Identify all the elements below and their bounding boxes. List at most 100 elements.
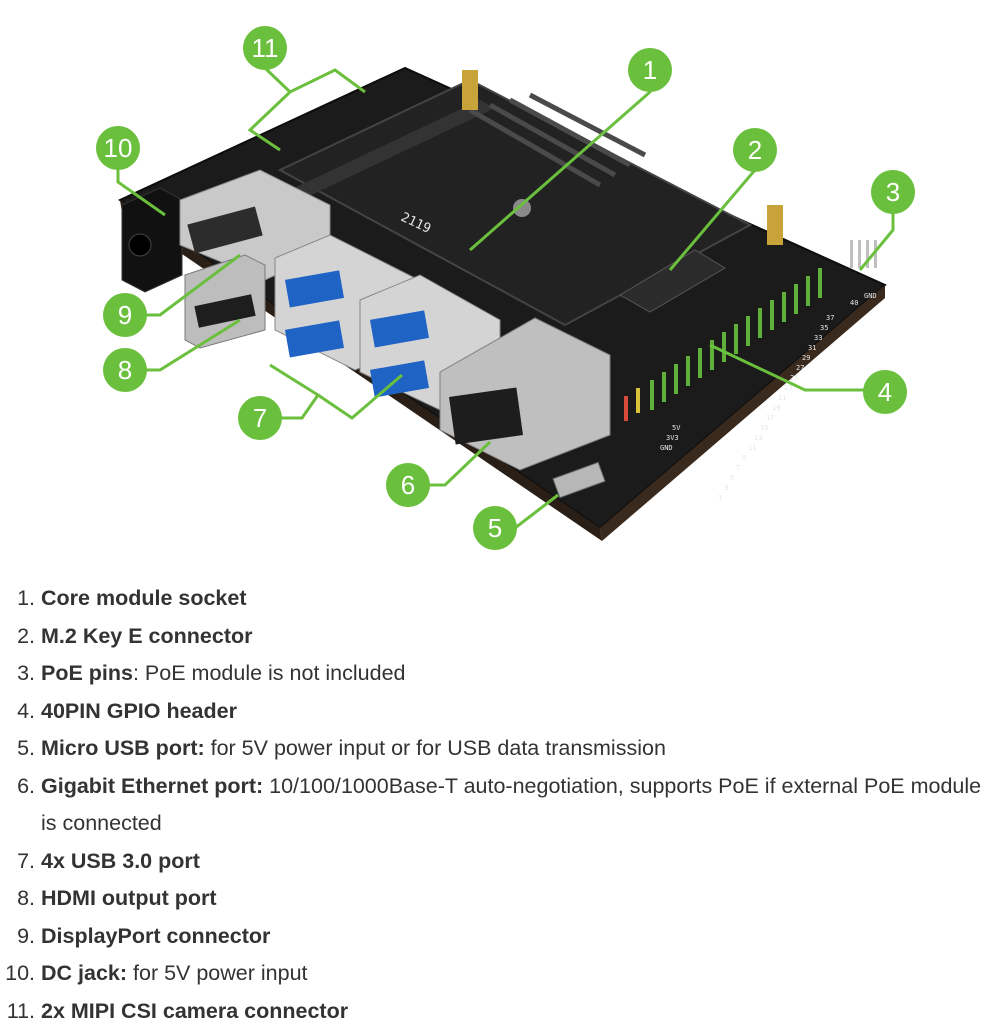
feature-title: PoE pins	[41, 661, 133, 685]
feature-number: 10.	[5, 961, 35, 985]
feature-number: 1.	[17, 586, 35, 610]
callout-9: 9	[103, 293, 147, 337]
svg-text:31: 31	[808, 344, 816, 352]
callout-1: 1	[628, 48, 672, 92]
feature-title: DisplayPort connector	[41, 923, 271, 948]
header-silkscreen: 40 GND 37 35 33 31 29 27 25 23 21 19 17 …	[660, 292, 877, 502]
poe-pins	[850, 240, 877, 268]
svg-text:11: 11	[252, 33, 279, 63]
feature-title: Core module socket	[41, 586, 247, 610]
svg-text:17: 17	[766, 414, 774, 422]
feature-number: 6.	[17, 773, 35, 798]
feature-title: 40PIN GPIO header	[41, 698, 237, 723]
feature-item-6: 6.Gigabit Ethernet port: 10/100/1000Base…	[0, 768, 1000, 843]
feature-title: HDMI output port	[41, 886, 217, 910]
feature-item-10: 10.DC jack: for 5V power input	[0, 955, 1000, 993]
feature-title: Micro USB port:	[41, 736, 205, 760]
svg-text:29: 29	[802, 354, 810, 362]
svg-text:GND: GND	[660, 444, 673, 452]
feature-item-1: 1.Core module socket	[0, 580, 1000, 618]
m2-slot	[619, 249, 726, 313]
svg-text:35: 35	[820, 324, 828, 332]
feature-item-8: 8.HDMI output port	[0, 880, 1000, 918]
feature-item-9: 9.DisplayPort connector	[0, 918, 1000, 956]
svg-text:1: 1	[718, 494, 722, 502]
feature-number: 11.	[6, 998, 35, 1023]
svg-text:25: 25	[790, 374, 798, 382]
svg-text:1: 1	[643, 55, 657, 85]
callout-5: 5	[473, 506, 517, 550]
callout-4: 4	[863, 370, 907, 414]
svg-text:11: 11	[748, 444, 756, 452]
callout-10: 10	[96, 126, 140, 170]
svg-text:6: 6	[401, 470, 415, 500]
svg-text:10: 10	[104, 133, 133, 163]
feature-item-3: 3.PoE pins: PoE module is not included	[0, 655, 1000, 693]
svg-text:7: 7	[253, 403, 267, 433]
standoff	[767, 205, 783, 245]
micro-usb-port	[552, 461, 606, 499]
gpio-pins	[624, 268, 822, 421]
dc-jack	[121, 187, 183, 293]
feature-number: 5.	[17, 736, 35, 760]
feature-item-7: 7.4x USB 3.0 port	[0, 843, 1000, 881]
callout-6: 6	[386, 463, 430, 507]
feature-description: : PoE module is not included	[132, 661, 406, 685]
standoff	[462, 70, 478, 110]
svg-text:27: 27	[796, 364, 804, 372]
feature-description: for 5V power input or for USB data trans…	[204, 736, 666, 760]
svg-text:9: 9	[742, 454, 746, 462]
svg-text:5: 5	[488, 513, 502, 543]
feature-number: 7.	[17, 848, 35, 873]
core-module-socket	[290, 100, 495, 198]
hdmi-opening	[194, 294, 256, 328]
callout-7: 7	[238, 396, 282, 440]
core-module-heatsink-fins	[468, 92, 647, 188]
svg-text:8: 8	[118, 355, 132, 385]
pcb-edge	[600, 285, 885, 541]
feature-number: 9.	[17, 923, 35, 948]
callout-8: 8	[103, 348, 147, 392]
svg-text:13: 13	[754, 434, 762, 442]
displayport-opening	[187, 206, 263, 254]
feature-number: 3.	[17, 661, 35, 685]
svg-text:23: 23	[784, 384, 792, 392]
svg-text:3: 3	[724, 484, 728, 492]
feature-item-2: 2.M.2 Key E connector	[0, 618, 1000, 656]
feature-title: M.2 Key E connector	[41, 623, 253, 648]
svg-text:2: 2	[748, 135, 762, 165]
feature-number: 4.	[17, 698, 35, 723]
callout-11: 11	[243, 26, 287, 70]
svg-text:37: 37	[826, 314, 834, 322]
callout-2: 2	[733, 128, 777, 172]
feature-item-5: 5.Micro USB port: for 5V power input or …	[0, 730, 1000, 768]
svg-text:5: 5	[730, 474, 734, 482]
feature-description: 10/100/1000Base-T auto-negotiation, supp…	[41, 773, 982, 836]
ethernet-opening	[448, 387, 524, 445]
feature-list: 1.Core module socket 2.M.2 Key E connect…	[0, 580, 1000, 1030]
svg-text:7: 7	[736, 464, 740, 472]
feature-description: for 5V power input	[127, 961, 308, 985]
svg-text:3V3: 3V3	[666, 434, 679, 442]
svg-text:GND: GND	[864, 292, 877, 300]
svg-text:19: 19	[772, 404, 780, 412]
svg-text:3: 3	[886, 177, 900, 207]
svg-text:9: 9	[118, 300, 132, 330]
dc-jack-hole	[128, 233, 152, 257]
feature-title: DC jack:	[41, 961, 128, 985]
feature-item-4: 4.40PIN GPIO header	[0, 693, 1000, 731]
feature-title: 2x MIPI CSI camera connector	[41, 998, 349, 1023]
board-illustration: 2119 40 GND 37 35 33 31 29 27 25 23 21 1…	[96, 26, 915, 550]
svg-text:5V: 5V	[672, 424, 681, 432]
feature-item-11: 11.2x MIPI CSI camera connector	[0, 993, 1000, 1031]
callout-3: 3	[871, 170, 915, 214]
feature-title: Gigabit Ethernet port:	[41, 773, 264, 798]
module-screw	[513, 199, 531, 217]
svg-text:33: 33	[814, 334, 822, 342]
svg-text:21: 21	[778, 394, 786, 402]
feature-title: 4x USB 3.0 port	[41, 848, 200, 873]
feature-number: 2.	[17, 623, 35, 648]
svg-text:4: 4	[878, 377, 892, 407]
board-figure: 2119 40 GND 37 35 33 31 29 27 25 23 21 1…	[96, 26, 915, 550]
feature-number: 8.	[17, 886, 35, 910]
